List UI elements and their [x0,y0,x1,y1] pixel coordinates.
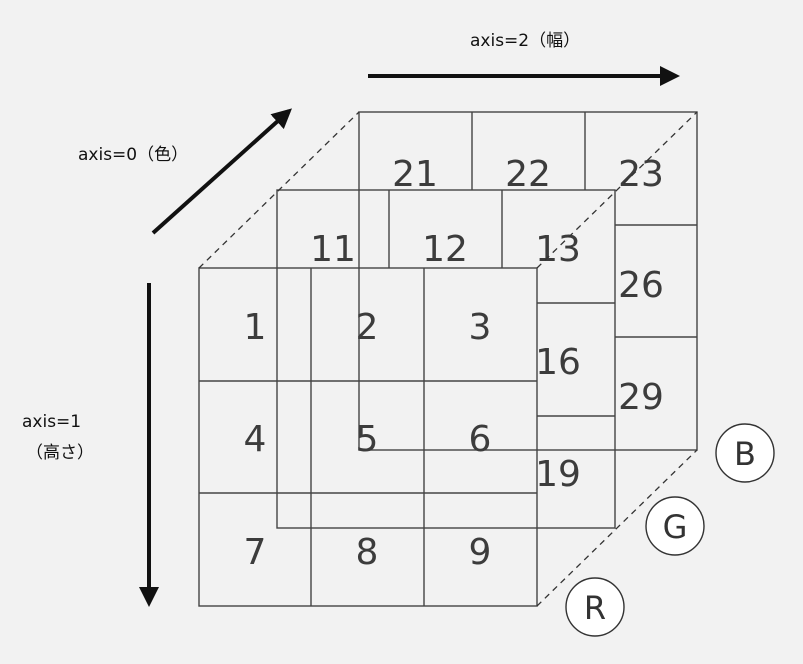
back-layer-frame [358,111,698,451]
front-cell-r1c1: 5 [356,419,379,460]
front-layer-frame [198,267,538,607]
middle-layer: 11 12 13 16 19 [276,189,616,529]
channel-g-circle [645,496,705,556]
middle-cell-r2c2: 19 [535,454,581,495]
axis0-label: axis=0（色） [78,145,188,165]
middle-layer-frame [276,189,616,529]
middle-cell-r0c0: 11 [310,229,356,270]
middle-cell-r1c2: 16 [535,342,581,383]
back-cell-r0c1: 22 [505,154,551,195]
axis1-label-line2: （高さ） [26,443,94,463]
channel-b-label: B [734,435,756,473]
front-cell-r0c1: 2 [356,307,379,348]
depth-edge-bottom-right [536,449,698,607]
middle-cell-r0c2: 13 [535,229,581,270]
channel-r-label: R [584,589,606,627]
channel-r-circle [565,577,625,637]
front-layer: 1 2 3 4 5 6 7 8 9 [198,267,538,607]
front-cell-r2c1: 8 [356,532,379,573]
middle-cell-r0c1: 12 [422,229,468,270]
back-cell-r0c0: 21 [392,154,438,195]
axis1-label-line1: axis=1 [22,412,81,432]
front-cell-r1c0: 4 [244,419,267,460]
axis-labels: axis=2（幅） axis=0（色） axis=1 （高さ） [22,31,580,463]
axis2-label: axis=2（幅） [470,31,580,51]
depth-edge-top-left [198,111,360,269]
front-cell-r2c2: 9 [469,532,492,573]
depth-edge-top-right [536,111,698,269]
depth-edges [198,111,698,607]
front-cell-r2c0: 7 [244,532,267,573]
back-cell-r0c2: 23 [618,154,664,195]
front-cell-r0c0: 1 [244,307,267,348]
channel-g-label: G [663,508,688,546]
back-cell-r1c2: 26 [618,265,664,306]
axis0-arrow [151,108,292,235]
channel-b-circle [715,423,775,483]
axis-arrows [139,66,680,607]
channel-badges: B G R [565,423,775,637]
front-cell-r1c2: 6 [469,419,492,460]
front-cell-r0c2: 3 [469,307,492,348]
back-layer: 21 22 23 26 29 [358,111,698,451]
back-cell-r2c2: 29 [618,377,664,418]
